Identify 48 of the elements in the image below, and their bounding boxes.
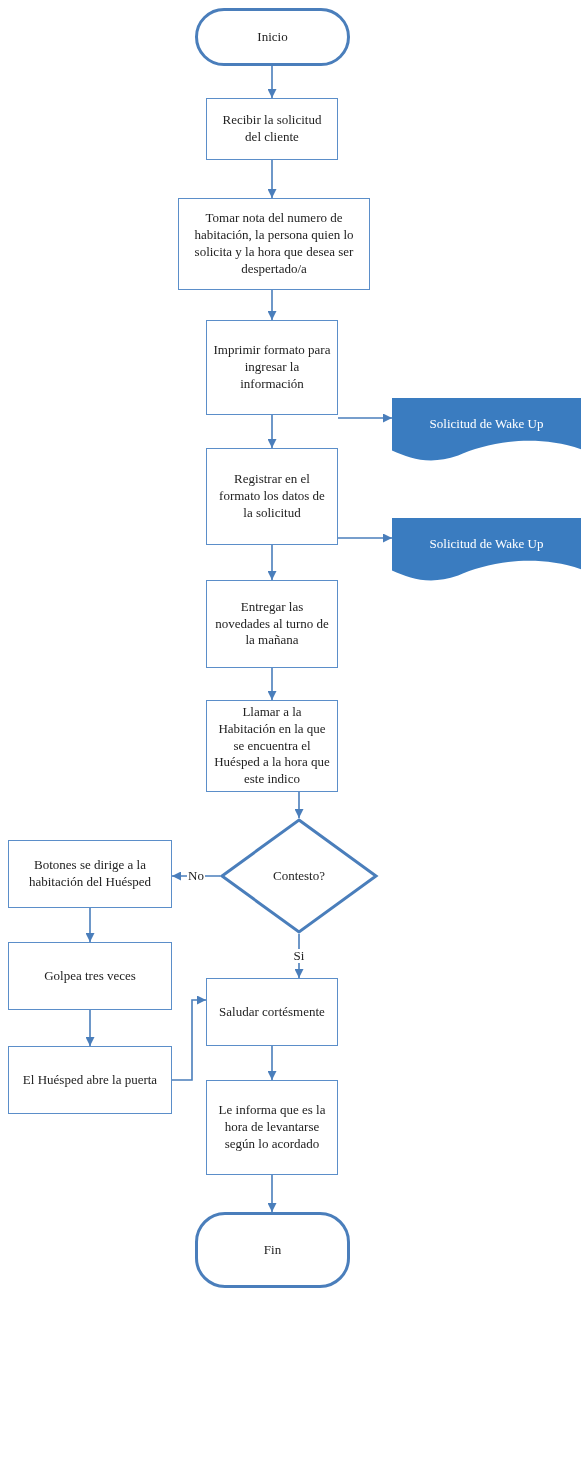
process-box: [206, 320, 338, 415]
arrow: [294, 933, 304, 979]
step-label: Golpea tres veces: [44, 967, 136, 985]
process-box: [206, 1080, 338, 1175]
decision-label: Contesto?: [273, 867, 325, 885]
step-label: El Huésped abre la puerta: [22, 1071, 158, 1089]
arrow: [267, 1045, 277, 1081]
arrow: [267, 65, 277, 99]
terminator-shape: [195, 1212, 350, 1288]
process-box: [206, 98, 338, 160]
arrow: [267, 667, 277, 701]
arrow: [337, 413, 393, 423]
arrow: [85, 907, 95, 943]
arrow: [171, 995, 207, 1081]
step-label: Inicio: [257, 28, 288, 46]
arrow: [294, 791, 304, 819]
step-label: Botones se dirige a la habitación del Huésped: [28, 857, 152, 891]
process-box: [206, 700, 338, 792]
document-label: Solicitud de Wake Up: [429, 535, 544, 553]
arrow: [337, 533, 393, 543]
arrow: [267, 544, 277, 581]
step-label: Tomar nota del numero de habitación, la persona quien lo solicita y la hora que desea ser despertado/a: [193, 210, 355, 278]
step-label: Fin: [263, 1241, 282, 1259]
step-label: Imprimir formato para ingresar la información: [213, 342, 331, 393]
step-label: Recibir la solicitud del cliente: [221, 112, 323, 146]
terminator-shape: [195, 8, 350, 66]
process-box: [8, 840, 172, 908]
document-shape: [392, 398, 581, 462]
process-box: [206, 978, 338, 1046]
process-box: [206, 580, 338, 668]
decision-diamond: [220, 818, 378, 934]
arrow: [267, 1174, 277, 1213]
arrow: [85, 1009, 95, 1047]
step-label: Entregar las novedades al turno de la mañana: [214, 598, 330, 650]
document-shape: [392, 518, 581, 582]
process-box: [206, 448, 338, 545]
step-label: Le informa que es la hora de levantarse según lo acordado: [217, 1102, 327, 1153]
step-label: Registrar en el formato los datos de la solicitud: [218, 471, 326, 522]
arrow: [267, 159, 277, 199]
process-box: [178, 198, 370, 290]
process-box: [8, 1046, 172, 1114]
arrow: [267, 414, 277, 449]
edge-label: Si: [292, 949, 306, 964]
process-box: [8, 942, 172, 1010]
step-label: Llamar a la Habitación en la que se encuentra el Huésped a la hora que este indico: [213, 703, 331, 789]
document-label: Solicitud de Wake Up: [429, 415, 544, 433]
arrow: [267, 289, 277, 321]
step-label: Saludar cortésmente: [219, 1003, 325, 1021]
